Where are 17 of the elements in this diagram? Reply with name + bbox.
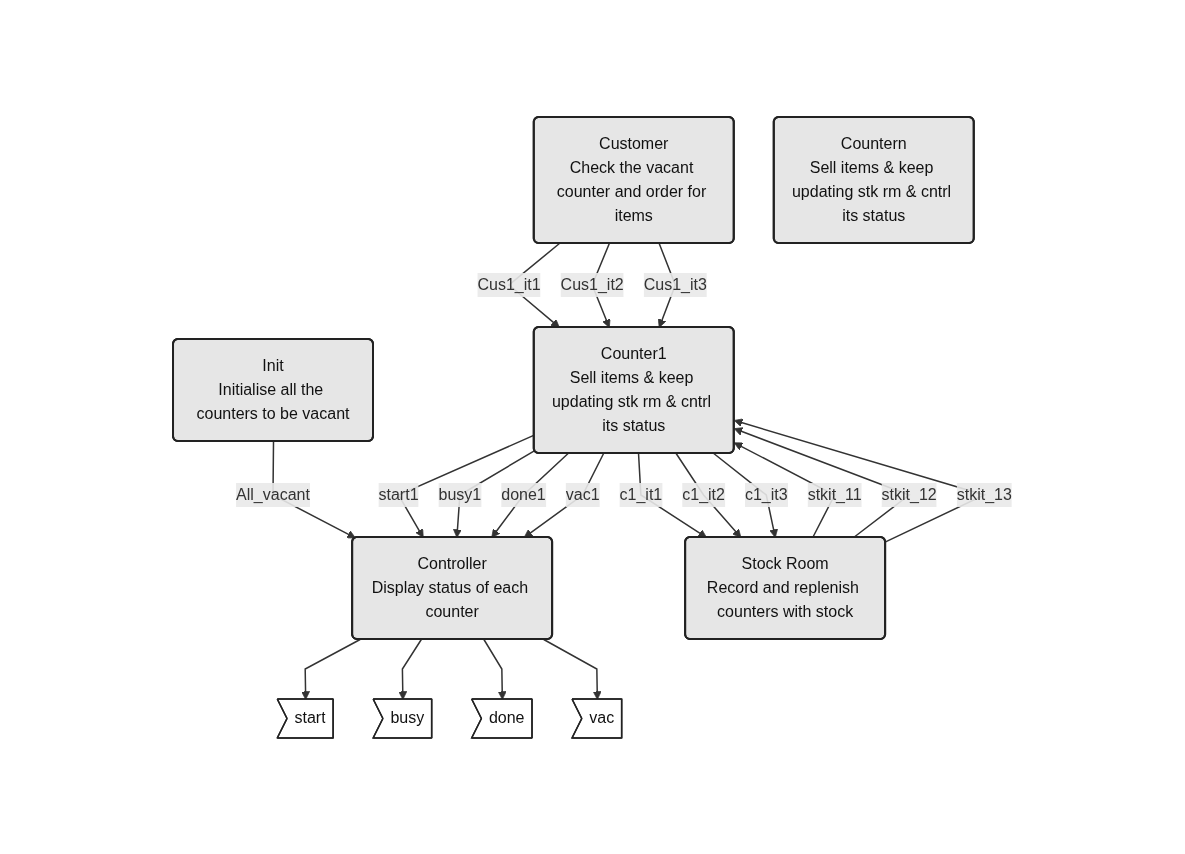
edge-label: Cus1_it3 bbox=[643, 275, 707, 293]
edge-label: c1_it3 bbox=[745, 485, 788, 503]
edge-label: stkit_13 bbox=[956, 485, 1012, 503]
edge-label: c1_it2 bbox=[682, 485, 725, 503]
edge-label: busy1 bbox=[438, 485, 482, 503]
edge-label: start1 bbox=[378, 485, 419, 503]
arrow bbox=[491, 452, 569, 538]
edge-label: Cus1_it2 bbox=[560, 275, 624, 293]
edge-label: Cus1_it1 bbox=[477, 275, 541, 293]
edge-label: c1_it1 bbox=[619, 485, 663, 503]
edge-label: All_vacant bbox=[236, 485, 310, 503]
edge-label: vac1 bbox=[565, 485, 600, 503]
arrow bbox=[523, 452, 605, 538]
arrow bbox=[675, 452, 742, 538]
edge-label: stkit_12 bbox=[881, 485, 937, 503]
edge-label: done1 bbox=[501, 485, 546, 503]
edge-label: stkit_11 bbox=[807, 485, 862, 503]
